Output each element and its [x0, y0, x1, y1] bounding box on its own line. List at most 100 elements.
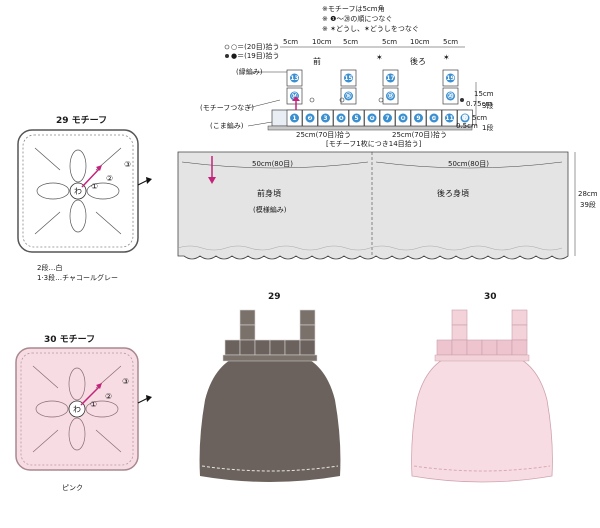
motif-number: 9	[416, 115, 420, 122]
motif-number: 11	[445, 115, 453, 122]
bodice-motif	[239, 309, 256, 326]
schematic-motif: 9	[410, 109, 427, 127]
bodice-motif	[436, 339, 453, 356]
motif-30-step2: ②	[105, 392, 112, 401]
schematic-motif: ⑳	[442, 87, 459, 105]
dress-30-label: 30	[484, 292, 497, 302]
pattern-stitch-label: (模様編み)	[253, 205, 287, 214]
motif-number: ❿	[431, 115, 436, 122]
motif-number: ❽	[400, 115, 405, 122]
bodice-motif	[299, 324, 316, 341]
dim-15cm: 15cm	[474, 90, 494, 98]
label-front: 前	[313, 56, 321, 66]
schematic-motif: ❹	[333, 109, 349, 127]
motif-30-step1: ①	[90, 400, 97, 409]
motif-30-step3: ③	[122, 377, 129, 386]
star-mark-2: ✶	[443, 53, 450, 62]
motif-number: ⑳	[447, 92, 453, 100]
motif-29-step2: ②	[106, 174, 113, 183]
bodice-motif	[269, 339, 286, 356]
motif-number: ❷	[307, 115, 312, 122]
motif-number: 15	[344, 75, 352, 82]
star-mark-1: ✶	[376, 53, 383, 62]
dim-05cm: 0.5cm	[456, 122, 478, 130]
motif-30-chart: 30 モチーフ わ ① ② ③ ピンク	[15, 334, 152, 492]
bodice-motif	[466, 339, 483, 356]
dress-30-illustration: 30	[411, 292, 553, 483]
motif-30-legend-1: ピンク	[62, 484, 83, 492]
motif-number: ⑭	[291, 92, 297, 100]
bodice-motif	[511, 324, 528, 341]
pickup-bracket: [モチーフ1枚につき14目拾う]	[326, 139, 422, 148]
motif-number: 3	[323, 115, 327, 122]
motif-number: ❻	[369, 115, 374, 122]
front-body-label: 前身頃	[257, 188, 281, 198]
dim-10cm-2: 10cm	[410, 38, 430, 46]
bodice-motif	[481, 339, 498, 356]
pickup-left: 25cm(70目)拾う	[296, 130, 351, 139]
schematic-motif: ❿	[426, 109, 442, 127]
bodice-band	[222, 354, 318, 362]
bodice-motif	[224, 339, 241, 356]
note-join-order: ※ ❶〜⑳の順につなぐ	[322, 15, 392, 23]
schematic-motif: ⑭	[286, 87, 303, 105]
note-star-join: ※ ✶どうし、✶どうしをつなぐ	[322, 25, 419, 33]
motif-29-step3: ③	[124, 160, 131, 169]
bodice-motif	[299, 339, 316, 356]
motif-30-ring: わ	[73, 405, 81, 414]
motif-number: ⑱	[387, 92, 393, 100]
schematic-motif: ❻	[364, 109, 380, 127]
motif-number: 17	[386, 75, 394, 82]
label-back: 後ろ	[410, 56, 426, 66]
schematic-motif: ❽	[395, 109, 411, 127]
dim-5cm-2: 5cm	[343, 38, 358, 46]
bodice-motif	[284, 339, 301, 356]
bodice-motif	[299, 309, 316, 326]
dress-29-illustration: 29	[199, 292, 341, 482]
schematic-motif: 3	[317, 109, 334, 127]
legend-pickup-20: ○＝(20目)拾う	[231, 42, 279, 51]
bodice-motif	[451, 309, 468, 326]
bodice-schematic: 5cm 10cm 5cm 5cm 10cm 5cm 前 後ろ ○＝(20目)拾う…	[200, 38, 494, 148]
motif-29-step1: ①	[91, 182, 98, 191]
bodice-motif	[239, 324, 256, 341]
skirt-rows: 39段	[580, 200, 596, 209]
motif-number: 5	[354, 115, 358, 122]
bodice-motif	[239, 339, 256, 356]
front-width: 50cm(80目)	[252, 160, 293, 168]
dress-29-label: 29	[268, 292, 281, 302]
schematic-motif: 17	[382, 69, 399, 87]
motif-number: ❹	[338, 115, 343, 122]
schematic-motif: 11	[441, 109, 458, 127]
motif-number: ⓬	[462, 114, 468, 122]
motif-29-legend-2: 1·3段…チャコールグレー	[37, 273, 118, 282]
back-width: 50cm(80目)	[448, 160, 489, 168]
bodice-motif	[511, 309, 528, 326]
bodice-motif	[511, 339, 528, 356]
bodice-motif	[451, 339, 468, 356]
legend-pickup-19: ●＝(19目)拾う	[231, 51, 279, 60]
label-edge: (縁編み)	[236, 67, 263, 76]
bodice-motif	[451, 324, 468, 341]
motif-number: 7	[385, 115, 389, 122]
bodice-motif	[496, 339, 513, 356]
skirt-height: 28cm	[578, 190, 598, 198]
dim-10cm-1: 10cm	[312, 38, 332, 46]
back-body-label: 後ろ身頃	[437, 188, 469, 198]
rows-3: 3段	[482, 101, 493, 110]
motif-number: 19	[446, 75, 454, 82]
motif-number: 1	[292, 115, 296, 122]
rows-1: 1段	[482, 123, 493, 132]
motif-29-chart: 29 モチーフ わ ① ② ③ 2段…白 1·3段…チャコールグレー	[17, 115, 152, 282]
schematic-motif: 19	[442, 69, 459, 87]
motif-30-title: 30 モチーフ	[44, 334, 95, 345]
motif-number: 13	[290, 75, 298, 82]
motif-29-title: 29 モチーフ	[56, 115, 107, 126]
motif-number: ⑯	[345, 92, 351, 100]
dim-5cm-4: 5cm	[443, 38, 458, 46]
schematic-motif: ⓬	[457, 109, 473, 127]
schematic-motif: 15	[340, 69, 357, 87]
schematic-motif: 5	[348, 109, 365, 127]
skirt-panel: 50cm(80目) 50cm(80目) 前身頃 (模様編み) 後ろ身頃 28cm…	[177, 151, 598, 260]
